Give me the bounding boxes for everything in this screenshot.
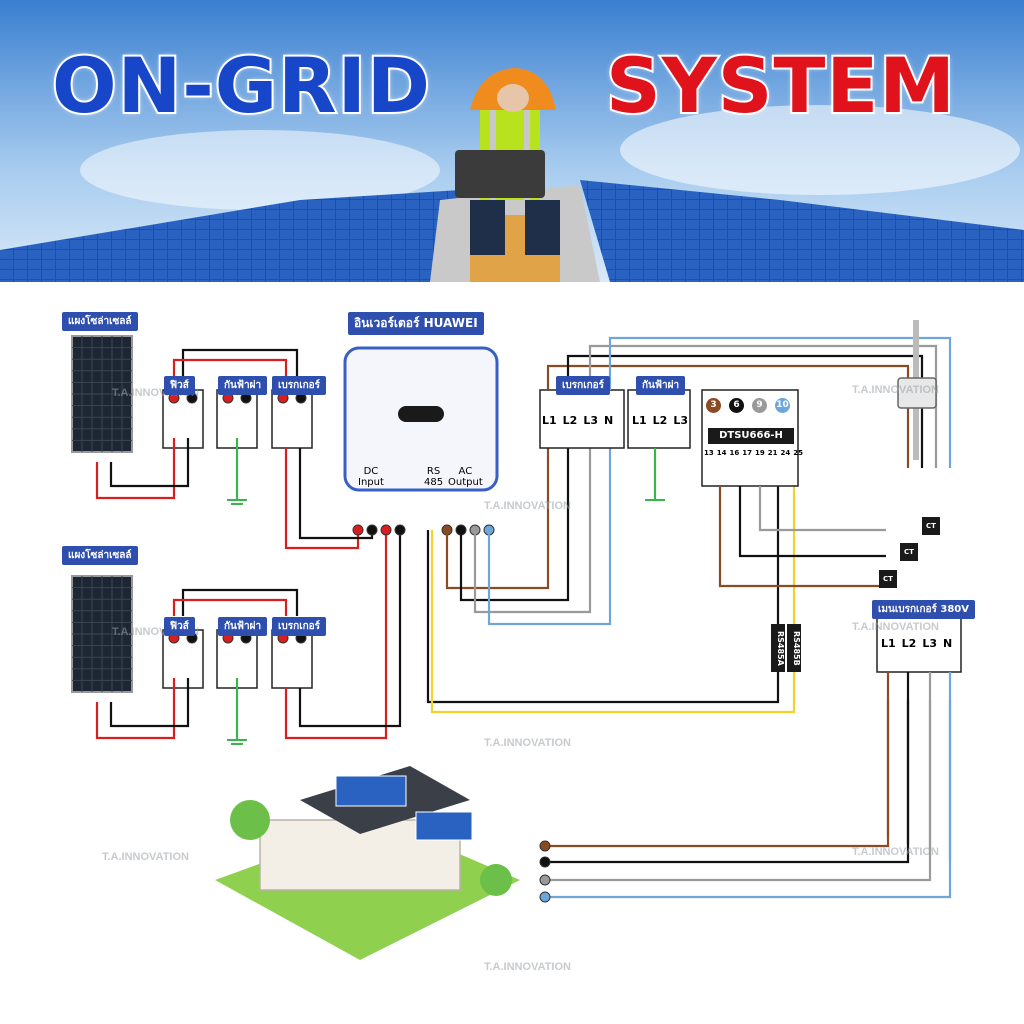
wire bbox=[545, 700, 890, 848]
wire bbox=[473, 448, 592, 614]
wire bbox=[95, 438, 176, 500]
wire bbox=[109, 678, 190, 728]
wire bbox=[738, 486, 886, 558]
ac-breaker-label: เบรกเกอร์ bbox=[556, 376, 611, 395]
terminal-dot bbox=[366, 524, 378, 536]
wire bbox=[284, 448, 360, 550]
watermark: T.A.INNOVATION bbox=[484, 961, 571, 973]
wiring-diagram bbox=[71, 320, 962, 960]
breaker-label-2: เบรกเกอร์ bbox=[272, 617, 327, 636]
tree bbox=[230, 800, 270, 840]
wire bbox=[181, 348, 299, 376]
wire bbox=[718, 486, 886, 588]
wire bbox=[546, 364, 910, 468]
ac-breaker-box bbox=[539, 389, 625, 449]
solar-panel-label-2: แผงโซล่าเซลล์ bbox=[62, 546, 138, 565]
grid-meter bbox=[897, 377, 937, 409]
inverter-label: อินเวอร์เตอร์ HUAWEI bbox=[348, 312, 484, 335]
fuse-label-2: ฟิวส์ bbox=[164, 617, 195, 636]
terminal-dot bbox=[539, 891, 551, 903]
solar-panel-label-1: แผงโซล่าเซลล์ bbox=[62, 312, 138, 331]
watermark: T.A.INNOVATION bbox=[852, 621, 939, 633]
main-breaker-box bbox=[876, 611, 962, 673]
ac-surge-terminals: L1 L2 L3 bbox=[632, 414, 689, 427]
wire bbox=[487, 448, 612, 626]
terminal-dot bbox=[394, 524, 406, 536]
title-system: SYSTEM bbox=[604, 41, 957, 130]
terminal-dot bbox=[380, 524, 392, 536]
wire bbox=[459, 448, 570, 602]
meter-top-terminals: 3 6 9 10 bbox=[706, 398, 790, 413]
ct-label-1: CT bbox=[922, 517, 940, 535]
wire bbox=[545, 700, 932, 882]
terminal-dot bbox=[352, 524, 364, 536]
wire bbox=[284, 532, 388, 740]
wire bbox=[298, 532, 402, 728]
wire bbox=[758, 486, 886, 532]
wire bbox=[445, 448, 550, 590]
breaker-label-1: เบรกเกอร์ bbox=[272, 376, 327, 395]
terminal-dot bbox=[539, 840, 551, 852]
rs485-wire bbox=[430, 530, 796, 714]
wire bbox=[545, 700, 910, 864]
wire bbox=[109, 438, 190, 488]
rs485b-label: RS485B bbox=[787, 624, 801, 672]
surge-label-1: กันฟ้าผ่า bbox=[218, 376, 268, 395]
ac-output-label: AC Output bbox=[448, 466, 483, 488]
title-on-grid: ON-GRID bbox=[50, 41, 432, 130]
wires bbox=[71, 320, 962, 960]
house-solar-panel bbox=[335, 775, 407, 807]
meter-bottom-terminals: 13 14 16 17 19 21 24 25 bbox=[704, 449, 803, 457]
wire bbox=[172, 358, 288, 376]
ac-surge-label: กันฟ้าผ่า bbox=[636, 376, 686, 395]
wire bbox=[608, 336, 952, 468]
ct-label-3: CT bbox=[879, 570, 897, 588]
terminal-dot bbox=[539, 856, 551, 868]
hero-scene bbox=[0, 0, 1024, 282]
fuse-label-1: ฟิวส์ bbox=[164, 376, 195, 395]
terminal-dot bbox=[539, 874, 551, 886]
wire bbox=[95, 678, 176, 740]
surge-label-2: กันฟ้าผ่า bbox=[218, 617, 268, 636]
dc-input-label: DC Input bbox=[358, 466, 384, 488]
watermark: T.A.INNOVATION bbox=[484, 500, 571, 512]
watermark: T.A.INNOVATION bbox=[852, 846, 939, 858]
worker-illustration bbox=[455, 68, 560, 255]
inverter-display bbox=[398, 406, 444, 422]
wire bbox=[545, 700, 952, 899]
rs485a-label: RS485A bbox=[771, 624, 785, 672]
house-solar-panel bbox=[415, 811, 473, 841]
wire bbox=[181, 588, 299, 616]
main-breaker-terminals: L1 L2 L3 N bbox=[881, 637, 953, 650]
rs485-label: RS 485 bbox=[424, 466, 444, 488]
watermark: T.A.INNOVATION bbox=[484, 737, 571, 749]
main-breaker-label: เมนเบรกเกอร์ 380V bbox=[872, 600, 975, 619]
ct-label-2: CT bbox=[900, 543, 918, 561]
hero-banner: ON-GRID SYSTEM bbox=[0, 0, 1024, 282]
tree bbox=[480, 864, 512, 896]
ac-breaker-terminals: L1 L2 L3 N bbox=[542, 414, 614, 427]
watermark: T.A.INNOVATION bbox=[852, 384, 939, 396]
wire bbox=[566, 354, 924, 468]
meter-model: DTSU666-H bbox=[708, 428, 794, 444]
watermark: T.A.INNOVATION bbox=[102, 851, 189, 863]
rs485-wire bbox=[426, 530, 780, 704]
wire bbox=[172, 598, 288, 616]
